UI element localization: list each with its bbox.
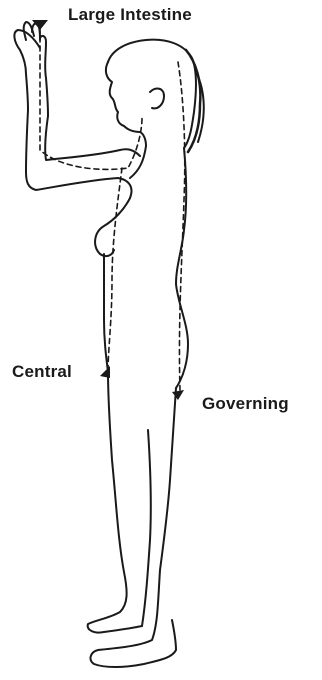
head: [106, 40, 204, 152]
raised-hand: [14, 22, 48, 116]
governing-meridian: [178, 62, 185, 390]
central-marker: [100, 366, 110, 378]
raised-arm: [26, 110, 140, 198]
large-intestine-meridian: [40, 28, 142, 169]
label-large-intestine: Large Intestine: [68, 5, 192, 25]
label-central: Central: [12, 362, 72, 382]
central-meridian: [108, 168, 122, 372]
label-governing: Governing: [202, 394, 289, 414]
legs: [88, 372, 176, 667]
governing-marker: [172, 390, 184, 400]
